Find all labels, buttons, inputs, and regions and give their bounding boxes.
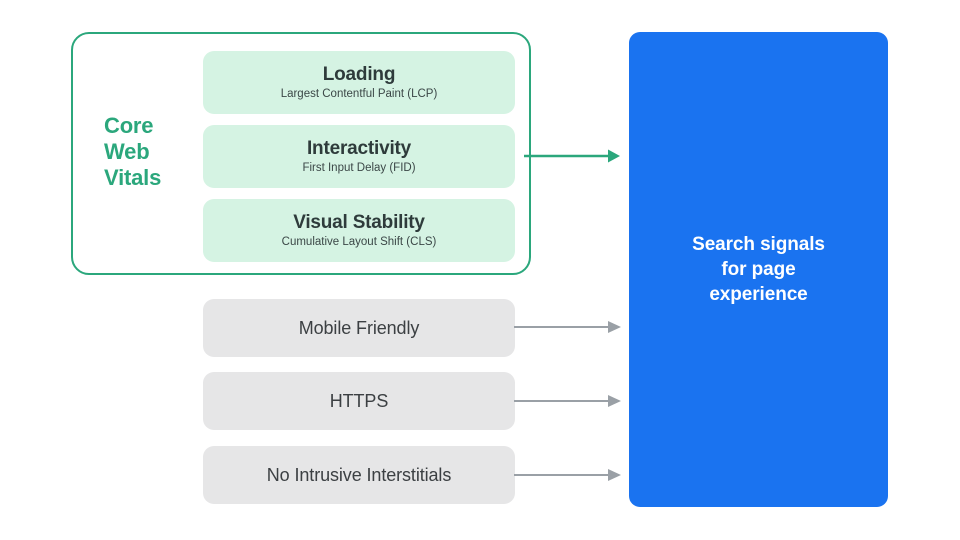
signal-card-https: HTTPS <box>203 372 515 430</box>
metric-card-loading: Loading Largest Contentful Paint (LCP) <box>203 51 515 114</box>
metric-card-visual-stability: Visual Stability Cumulative Layout Shift… <box>203 199 515 262</box>
metric-subtitle: Cumulative Layout Shift (CLS) <box>281 235 437 248</box>
metric-card-interactivity: Interactivity First Input Delay (FID) <box>203 125 515 188</box>
signal-card-no-intrusive-interstitials: No Intrusive Interstitials <box>203 446 515 504</box>
metric-subtitle: Largest Contentful Paint (LCP) <box>280 87 438 100</box>
metric-title: Loading <box>322 63 396 85</box>
search-signals-panel: Search signals for page experience <box>629 32 888 507</box>
core-web-vitals-label: Core Web Vitals <box>104 113 162 190</box>
search-signals-panel-label: Search signals for page experience <box>692 234 825 305</box>
metric-title: Interactivity <box>306 137 412 159</box>
arrow-right-icon-https <box>514 395 621 407</box>
arrow-right-icon-no-intrusive-interstitials <box>514 469 621 481</box>
signal-label: No Intrusive Interstitials <box>266 464 452 485</box>
metric-title: Visual Stability <box>293 211 425 233</box>
metric-subtitle: First Input Delay (FID) <box>302 161 416 174</box>
signal-label: Mobile Friendly <box>298 317 420 338</box>
signal-card-mobile-friendly: Mobile Friendly <box>203 299 515 357</box>
core-web-vitals-group <box>71 32 531 275</box>
arrow-right-icon-mobile-friendly <box>514 321 621 333</box>
signal-label: HTTPS <box>329 390 389 411</box>
arrow-right-icon-green <box>524 149 620 163</box>
